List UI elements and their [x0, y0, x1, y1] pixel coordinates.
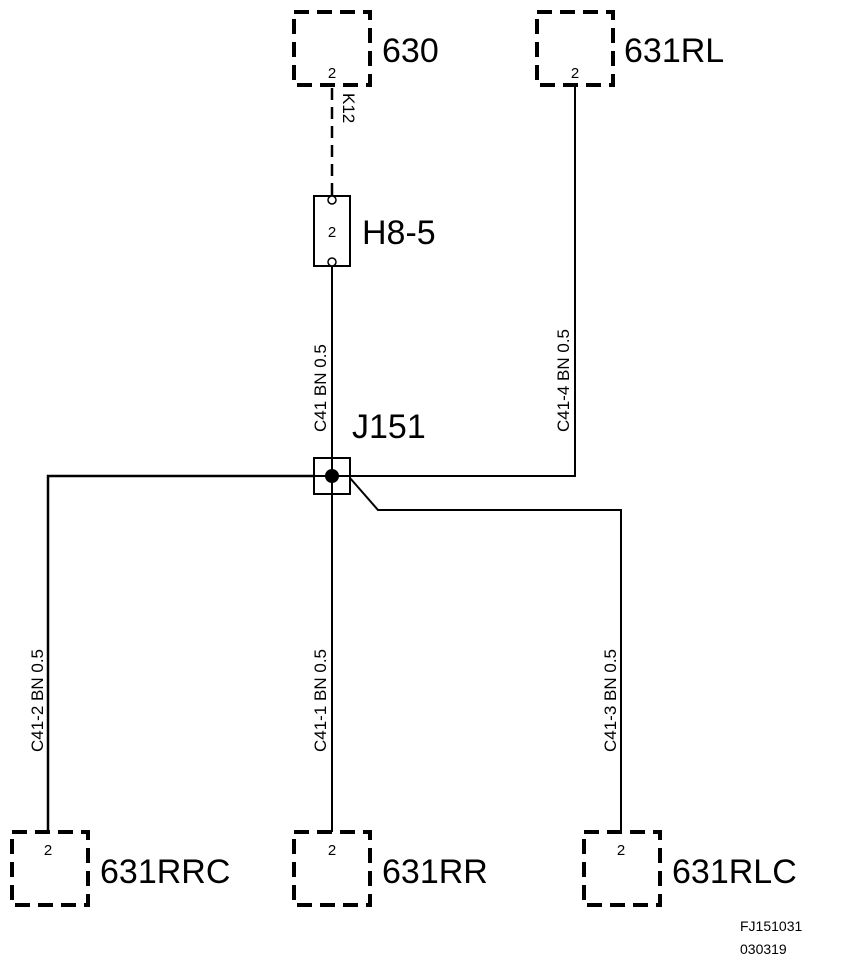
connector-631rrc-label: 631RRC [100, 853, 230, 891]
inline-connector-h8-5-pin: 2 [328, 224, 336, 241]
wires [46, 86, 622, 832]
wire-label-c41-2: C41-2 BN 0.5 [28, 649, 47, 752]
connector-631rrc: 2 631RRC [10, 830, 230, 907]
splice-j151-label: J151 [352, 408, 426, 446]
wire-label-c41-1: C41-1 BN 0.5 [311, 649, 330, 752]
wire-label-c41-3: C41-3 BN 0.5 [601, 649, 620, 752]
connector-631rrc-pin: 2 [44, 842, 52, 859]
reference-code-line1: FJ151031 [740, 918, 802, 934]
connector-631rr-label: 631RR [382, 853, 488, 891]
connector-630-pin: 2 [328, 65, 336, 82]
reference-code-line2: 030319 [740, 941, 787, 957]
splice-j151: J151 [313, 408, 426, 495]
wire-c41-2 [46, 474, 314, 832]
connector-630-label: 630 [382, 32, 439, 70]
connector-630: 2 630 [292, 10, 439, 87]
connector-631rlc-label: 631RLC [672, 853, 797, 891]
connector-631rlc-pin: 2 [617, 842, 625, 859]
connector-631rr-pin: 2 [328, 842, 336, 859]
connector-631rl-pin: 2 [571, 65, 579, 82]
wire-label-k12: K12 [339, 93, 358, 123]
wire-c41-4 [350, 86, 576, 477]
wire-label-c41: C41 BN 0.5 [311, 344, 330, 432]
connector-631rlc: 2 631RLC [582, 830, 797, 907]
splice-j151-node [325, 469, 339, 483]
inline-connector-h8-5: 2 H8-5 [313, 195, 436, 267]
connector-631rr: 2 631RR [292, 830, 488, 907]
connector-631rl-label: 631RL [624, 32, 724, 70]
wire-c41-3 [349, 477, 622, 832]
connector-631rl: 2 631RL [535, 10, 724, 87]
wire-label-c41-4: C41-4 BN 0.5 [554, 329, 573, 432]
inline-connector-h8-5-label: H8-5 [362, 214, 436, 252]
